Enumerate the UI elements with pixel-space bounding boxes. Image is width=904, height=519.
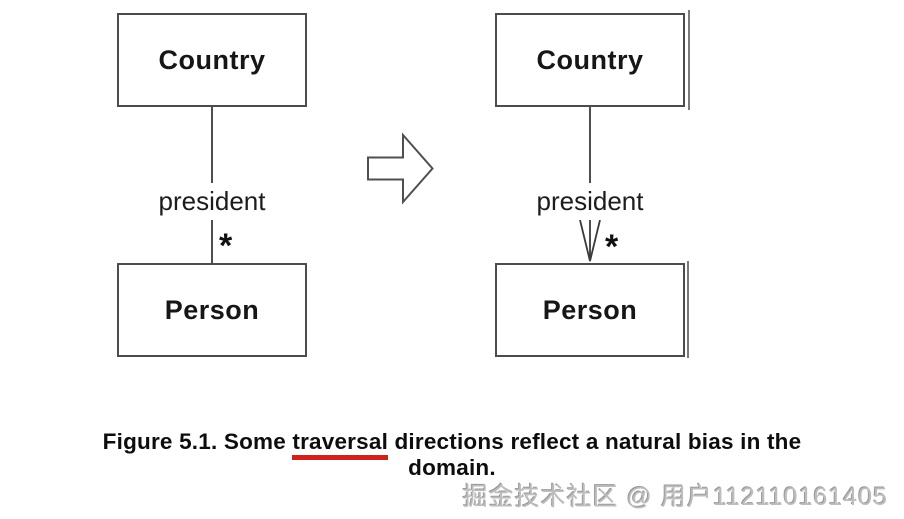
class-box-country-right: Country (495, 13, 685, 107)
caption-line-2: domain. (408, 455, 496, 480)
association-label-right: president (529, 183, 651, 220)
caption-underlined-word: traversal (292, 429, 389, 460)
watermark-text: 掘金技术社区 @ 用户112110161405 (462, 483, 888, 511)
class-box-person-right: Person (495, 263, 685, 357)
class-label-country-right: Country (536, 44, 644, 75)
class-box-country-left: Country (117, 13, 307, 107)
class-label-person-right: Person (542, 294, 638, 325)
multiplicity-star-left: * (219, 227, 233, 265)
caption-line1-after: directions reflect a natural bias in the (394, 429, 802, 454)
class-label-person-left: Person (164, 294, 260, 325)
association-label-left: president (151, 183, 273, 220)
navigability-arrowhead-icon (579, 219, 601, 262)
class-box-person-left: Person (117, 263, 307, 357)
block-arrow-right-icon (367, 132, 434, 205)
class-label-country-left: Country (158, 44, 266, 75)
caption-line-1: Figure 5.1. Some traversal directions re… (0, 429, 904, 460)
multiplicity-star-right: * (605, 228, 619, 266)
figure-caption: Figure 5.1. Some traversal directions re… (0, 429, 904, 481)
caption-line1-before: Figure 5.1. Some (102, 429, 286, 454)
diagram-lines-layer (211, 10, 690, 358)
